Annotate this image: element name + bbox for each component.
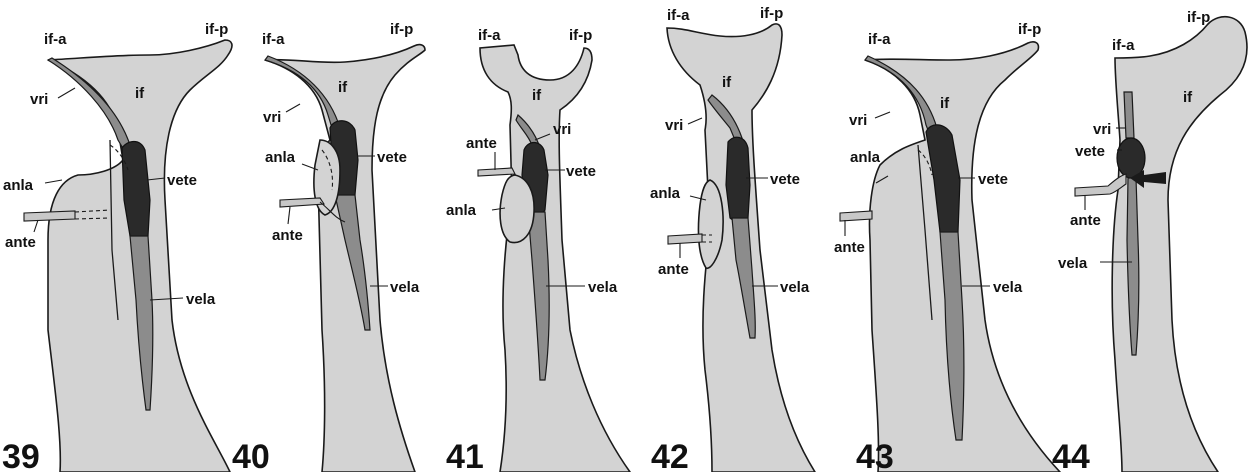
- label-ante: ante: [658, 261, 689, 278]
- label-if-p: if-p: [760, 5, 783, 22]
- label-if-p: if-p: [1187, 9, 1210, 26]
- label-vela: vela: [390, 279, 420, 296]
- panel-39: if-a if-p if vri anla vete ante vela 39: [2, 21, 232, 472]
- label-vete: vete: [566, 163, 596, 180]
- label-if-p: if-p: [569, 27, 592, 44]
- label-if-a: if-a: [868, 31, 891, 48]
- label-anla: anla: [446, 202, 477, 219]
- label-ante: ante: [5, 234, 36, 251]
- label-ante: ante: [834, 239, 865, 256]
- label-if: if: [940, 95, 950, 112]
- label-vete: vete: [770, 171, 800, 188]
- leader-ante: [34, 220, 38, 232]
- label-vete: vete: [978, 171, 1008, 188]
- ante-nerve: [24, 211, 75, 221]
- organ-outline: [265, 45, 425, 472]
- label-ante: ante: [466, 135, 497, 152]
- leader-vri: [286, 104, 300, 112]
- vete-structure: [726, 137, 750, 221]
- label-anla: anla: [650, 185, 681, 202]
- label-vri: vri: [263, 109, 281, 126]
- label-if: if: [722, 74, 732, 91]
- label-vri: vri: [665, 117, 683, 134]
- label-anla: anla: [850, 149, 881, 166]
- panel-number: 43: [856, 438, 894, 472]
- panel-40: if-a if-p if vri anla vete ante vela 40: [232, 21, 425, 472]
- leader-ante: [288, 207, 290, 224]
- panel-43: if-a if-p if vri anla vete ante vela 43: [834, 21, 1060, 472]
- label-vri: vri: [1093, 121, 1111, 138]
- panel-44: if-a if-p if vri vete ante vela 44: [1052, 9, 1247, 472]
- panel-number: 39: [2, 438, 40, 472]
- label-vri: vri: [30, 91, 48, 108]
- vri-band: [1124, 92, 1134, 138]
- leader-vri: [688, 118, 702, 124]
- label-vete: vete: [377, 149, 407, 166]
- label-vela: vela: [1058, 255, 1088, 272]
- label-if-a: if-a: [262, 31, 285, 48]
- label-vela: vela: [588, 279, 618, 296]
- label-if-p: if-p: [390, 21, 413, 38]
- label-if-a: if-a: [478, 27, 501, 44]
- panel-number: 40: [232, 438, 270, 472]
- panel-number: 44: [1052, 438, 1090, 472]
- label-if: if: [532, 87, 542, 104]
- label-vete: vete: [167, 172, 197, 189]
- label-vela: vela: [993, 279, 1023, 296]
- label-ante: ante: [272, 227, 303, 244]
- anla-structure: [500, 175, 534, 243]
- label-ante: ante: [1070, 212, 1101, 229]
- organ-outline: [480, 45, 630, 472]
- panel-41: if-a if-p if vri ante vete anla vela 41: [446, 27, 630, 472]
- ante-nerve: [840, 211, 872, 221]
- label-anla: anla: [3, 177, 34, 194]
- label-if-a: if-a: [667, 7, 690, 24]
- leader-vri: [875, 112, 890, 118]
- label-vela: vela: [780, 279, 810, 296]
- label-if-p: if-p: [205, 21, 228, 38]
- ante-nerve: [668, 234, 702, 244]
- label-vela: vela: [186, 291, 216, 308]
- label-if-a: if-a: [44, 31, 67, 48]
- label-vri: vri: [553, 121, 571, 138]
- panel-42: if-a if-p if vri anla vete ante vela 42: [650, 5, 815, 472]
- label-if: if: [338, 79, 348, 96]
- label-if-a: if-a: [1112, 37, 1135, 54]
- panel-number: 41: [446, 438, 484, 472]
- label-if-p: if-p: [1018, 21, 1041, 38]
- label-anla: anla: [265, 149, 296, 166]
- ante-nerve: [478, 168, 515, 176]
- label-vri: vri: [849, 112, 867, 129]
- leader-anla: [45, 180, 62, 183]
- label-if: if: [1183, 89, 1193, 106]
- label-if: if: [135, 85, 145, 102]
- leader-vri: [58, 88, 75, 98]
- label-vete: vete: [1075, 143, 1105, 160]
- panel-number: 42: [651, 438, 689, 472]
